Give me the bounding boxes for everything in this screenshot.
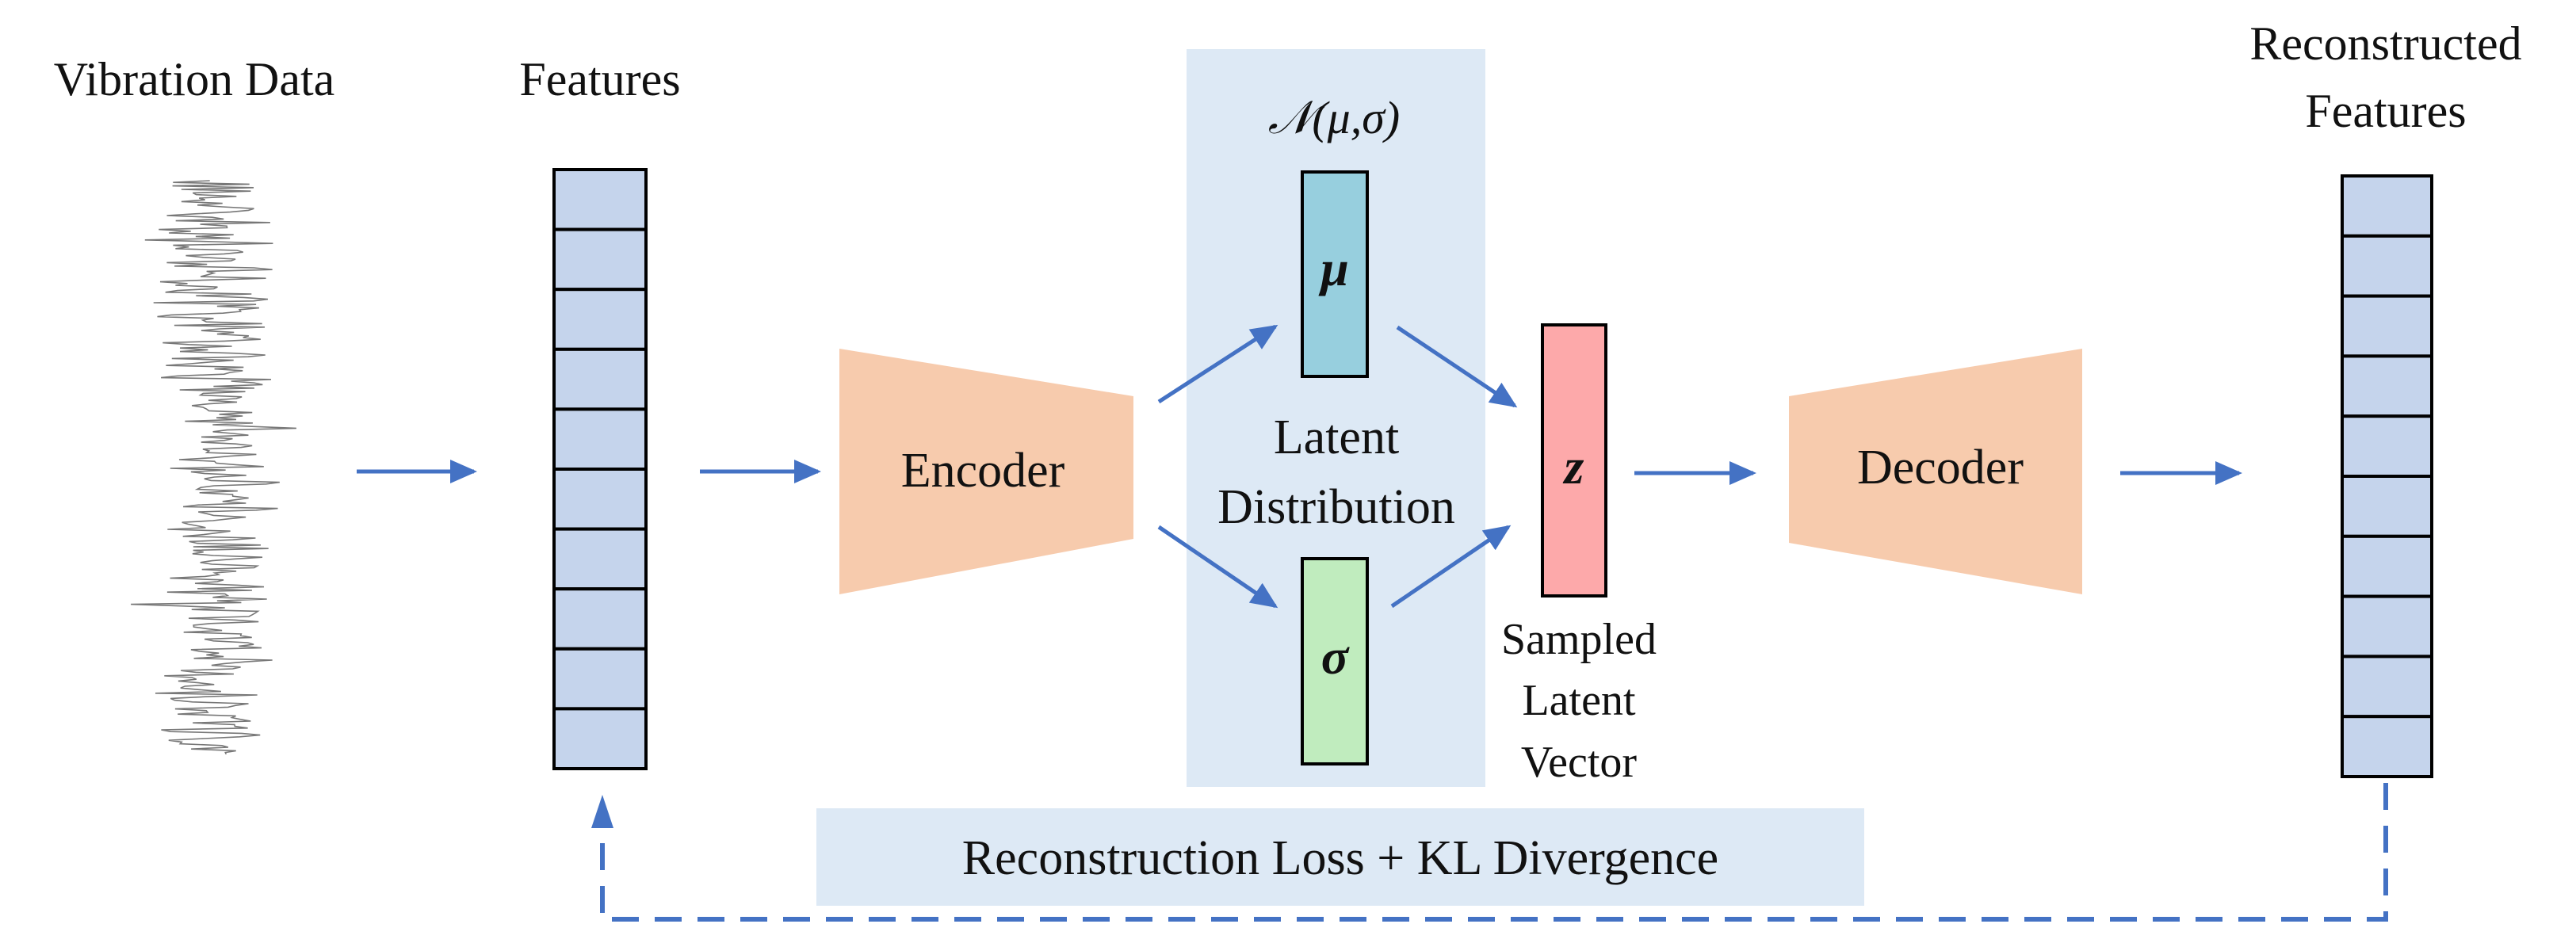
reconstructed-title-line2: Features — [2305, 85, 2466, 137]
normal-distribution-formula: 𝒩(μ,σ) — [1268, 92, 1400, 143]
feedback-arrowhead-icon — [591, 795, 613, 828]
reconstructed-feature-cell — [2341, 715, 2433, 779]
feature-cell — [552, 647, 648, 711]
reconstructed-feature-cell — [2341, 475, 2433, 538]
features-title: Features — [519, 53, 680, 105]
loss-feedback-dashed-path — [600, 783, 2388, 922]
decoder-block — [1789, 349, 2082, 594]
mu-symbol: μ — [1318, 240, 1349, 296]
decoder-label: Decoder — [1857, 441, 2024, 494]
sampled-label-line1: Sampled — [1501, 615, 1657, 664]
loss-box — [816, 808, 1864, 906]
reconstructed-features-vector — [2341, 174, 2433, 779]
vibration-data-title: Vibration Data — [54, 53, 335, 105]
loss-label: Reconstruction Loss + KL Divergence — [962, 831, 1718, 885]
feature-cell — [552, 587, 648, 651]
reconstructed-feature-cell — [2341, 594, 2433, 659]
feature-cell — [552, 347, 648, 411]
sampled-label-line3: Vector — [1521, 738, 1638, 787]
waveform-trace — [131, 180, 296, 755]
feature-cell — [552, 527, 648, 591]
feature-cell — [552, 407, 648, 472]
sigma-vector-box — [1301, 557, 1369, 765]
z-symbol: z — [1563, 438, 1584, 494]
arrow-encoder-to-mu — [1157, 324, 1278, 404]
arrow-encoder-to-sigma — [1157, 525, 1278, 609]
arrow-mu-to-z — [1396, 325, 1518, 408]
encoder-block — [839, 349, 1133, 594]
reconstructed-feature-cell — [2341, 534, 2433, 598]
features-vector — [552, 168, 648, 771]
encoder-label: Encoder — [901, 444, 1065, 498]
reconstructed-title-line1: Reconstructed — [2249, 17, 2521, 70]
sampled-label-line2: Latent — [1522, 676, 1635, 725]
z-vector-box — [1541, 323, 1607, 597]
vibration-waveform — [131, 180, 296, 755]
sigma-symbol: σ — [1321, 628, 1350, 685]
feature-cell — [552, 468, 648, 531]
mu-vector-box — [1301, 170, 1369, 378]
feature-cell — [552, 168, 648, 231]
reconstructed-feature-cell — [2341, 174, 2433, 238]
reconstructed-feature-cell — [2341, 414, 2433, 479]
latent-label-line1: Latent — [1274, 410, 1399, 464]
feature-cell — [552, 707, 648, 771]
arrow-sigma-to-z — [1390, 525, 1512, 609]
latent-label-line2: Distribution — [1217, 480, 1455, 534]
reconstructed-feature-cell — [2341, 354, 2433, 418]
reconstructed-feature-cell — [2341, 234, 2433, 298]
reconstructed-feature-cell — [2341, 655, 2433, 719]
reconstructed-feature-cell — [2341, 294, 2433, 358]
feature-cell — [552, 227, 648, 292]
feature-cell — [552, 288, 648, 351]
